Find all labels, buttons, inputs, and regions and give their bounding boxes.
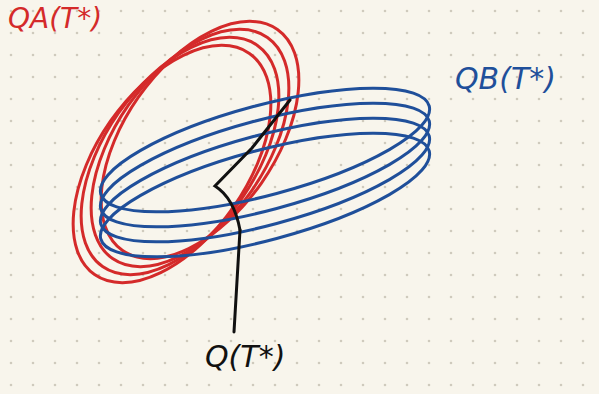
surface-label: QB(T*) <box>455 62 556 95</box>
blue-level-sets <box>89 63 441 283</box>
leader-line <box>234 230 240 332</box>
curve-label: Q(T*) <box>205 340 285 373</box>
surface-label: QA(T*) <box>8 4 102 35</box>
intersection-curve <box>215 100 290 230</box>
